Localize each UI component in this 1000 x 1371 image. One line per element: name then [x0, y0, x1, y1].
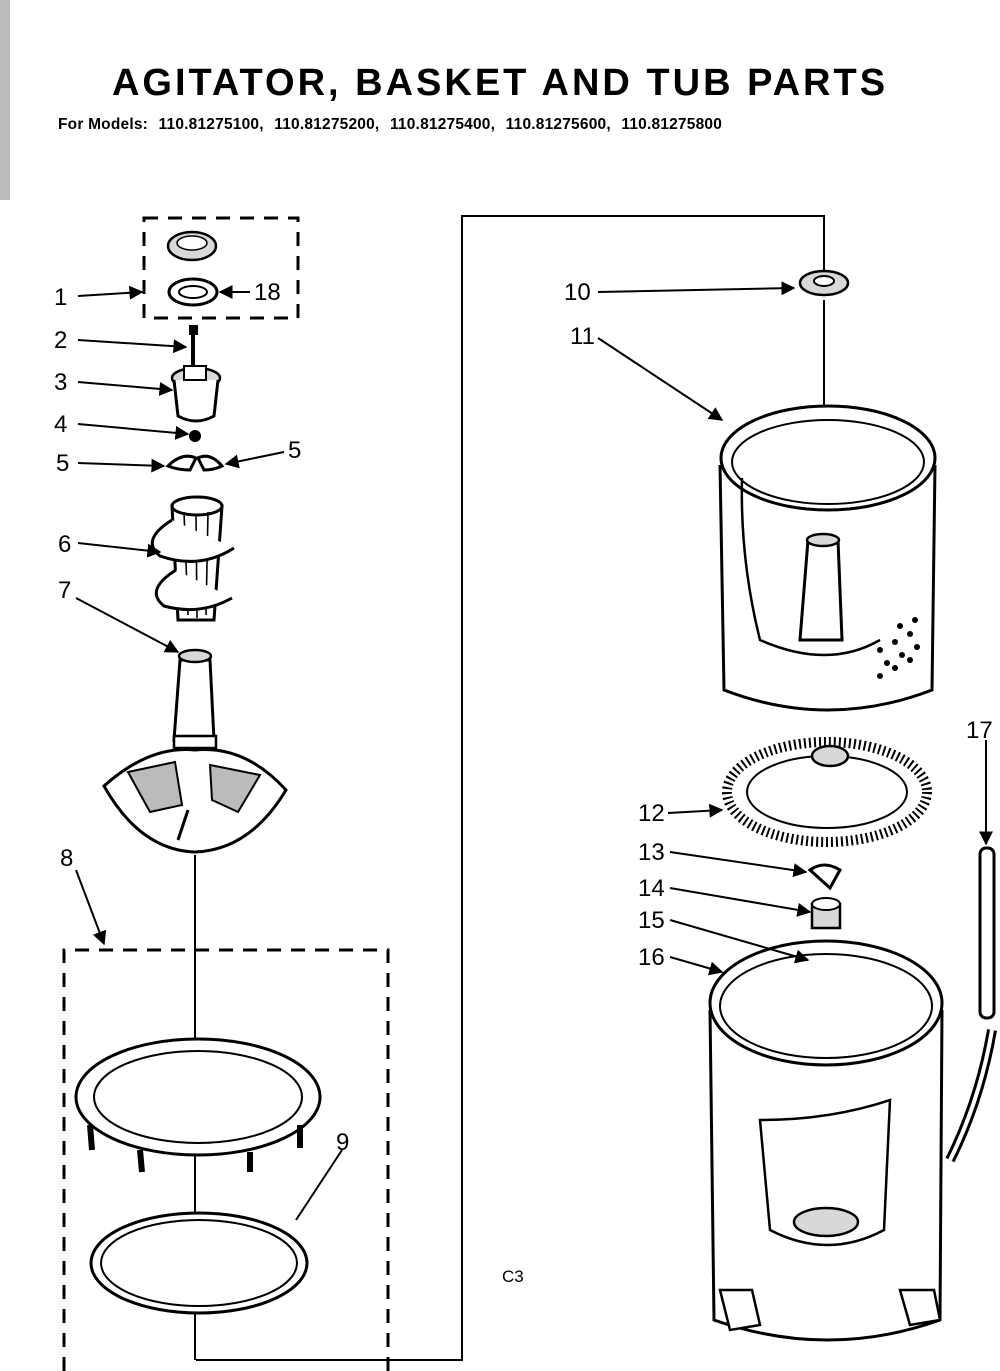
basket-nut-part	[798, 269, 850, 297]
callout-11: 11	[570, 323, 595, 350]
agitator-dog-part	[170, 365, 222, 423]
callout-15: 15	[638, 907, 665, 934]
callout-10: 10	[564, 279, 591, 306]
callout-5-right: 5	[288, 437, 301, 464]
callout-8: 8	[60, 845, 73, 872]
model-number: 110.81275600,	[505, 116, 611, 133]
ring-kit-box	[62, 948, 390, 1371]
scan-edge	[0, 0, 10, 200]
drive-block-part	[722, 737, 932, 847]
diagram-title: AGITATOR, BASKET AND TUB PARTS	[111, 62, 889, 104]
model-number: 110.81275800	[621, 116, 723, 133]
callout-12: 12	[638, 800, 665, 827]
cam-half-left	[165, 454, 199, 472]
outer-tub-part	[708, 939, 944, 1342]
spin-basket-part	[718, 404, 937, 712]
callout-17: 17	[966, 717, 993, 744]
callout-6: 6	[58, 531, 71, 558]
callout-18: 18	[254, 279, 281, 306]
agitator-body-part	[102, 648, 288, 854]
diagram-code: C3	[502, 1267, 524, 1286]
hose-part	[945, 846, 997, 1163]
callout-1: 1	[54, 284, 67, 311]
gasket-part	[89, 1211, 309, 1315]
auger-part	[150, 495, 235, 622]
clip-part	[807, 863, 843, 891]
assembly-link-line	[196, 215, 825, 1361]
callout-7: 7	[58, 577, 71, 604]
cam-half-right	[195, 454, 225, 472]
model-list: For Models: 110.81275100, 110.81275200, …	[58, 116, 998, 134]
callout-5-left: 5	[56, 450, 69, 477]
callout-16: 16	[638, 944, 665, 971]
balance-ring-part	[74, 1037, 322, 1173]
models-prefix: For Models:	[58, 116, 149, 133]
callout-13: 13	[638, 839, 665, 866]
leader-lines	[75, 281, 993, 1221]
spanner-nut-part	[810, 897, 842, 930]
agitator-cap-part	[166, 230, 218, 262]
model-number: 110.81275400,	[389, 116, 496, 133]
callout-3: 3	[54, 369, 67, 396]
cap-kit-box	[142, 216, 300, 320]
callout-4: 4	[54, 411, 67, 438]
seal-ring-part	[167, 277, 219, 307]
callout-14: 14	[638, 875, 665, 902]
callout-9: 9	[336, 1129, 349, 1156]
model-number: 110.81275200,	[274, 116, 380, 133]
callout-2: 2	[54, 327, 67, 354]
retainer-part	[189, 430, 201, 442]
model-number: 110.81275100,	[158, 116, 264, 133]
